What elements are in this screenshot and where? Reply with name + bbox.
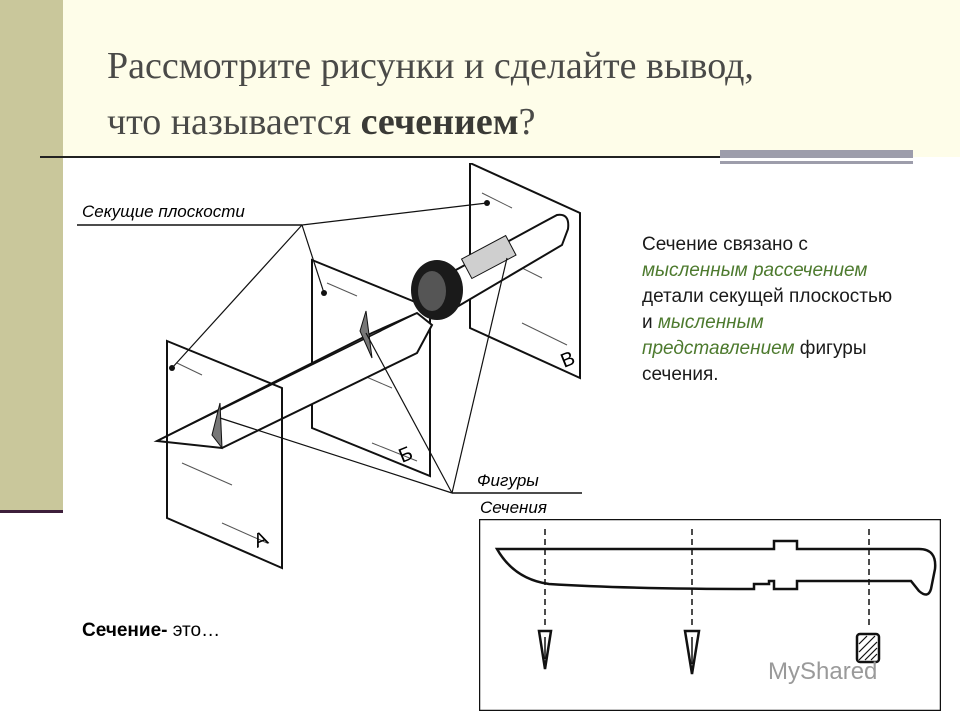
title-line-2-prefix: что называется <box>107 101 361 143</box>
label-section-figures-2: Сечения <box>480 498 547 517</box>
definition-rest: это… <box>167 620 221 641</box>
knife-profile-outline <box>494 539 937 596</box>
label-cutting-planes: Секущие плоскости <box>82 202 245 221</box>
section-description: Сечение связано с мысленным рассечением … <box>642 232 902 388</box>
title-line-2-suffix: ? <box>518 101 536 143</box>
knife-profile-sections-illustration <box>479 519 941 711</box>
watermark: MyShared <box>768 658 877 686</box>
cutting-plane-a <box>166 339 283 570</box>
section-figure-blade-tip <box>211 402 223 450</box>
definition-term: Сечение- <box>82 620 168 641</box>
desc-text-1: Сечение связано с <box>642 234 808 255</box>
desc-highlight-2: мысленным представлением <box>642 312 795 359</box>
desc-text-3: фигуры сечения. <box>642 338 867 385</box>
section-figure-blade-mid <box>359 310 373 359</box>
title-background <box>63 0 960 157</box>
left-band-divider <box>0 510 63 513</box>
title-line-1: Рассмотрите рисунки и сделайте вывод, <box>107 45 754 87</box>
desc-highlight-1: мысленным рассечением <box>642 260 868 281</box>
title-underline <box>40 156 720 158</box>
definition-prompt: Сечение- это… <box>82 620 220 642</box>
left-decorative-band <box>0 0 63 512</box>
knife-section-planes-illustration: А Б В Секущие плоскости Фигуры Сечения <box>72 163 602 570</box>
label-section-figures-1: Фигуры <box>477 471 539 490</box>
slide-title: Рассмотрите рисунки и сделайте вывод, чт… <box>107 38 907 150</box>
title-keyword: сечением <box>360 101 519 143</box>
title-accent-bar <box>720 150 913 158</box>
title-accent-bar-thin <box>720 161 913 164</box>
desc-text-2: детали секущей плоскостью и <box>642 286 893 333</box>
watermark-text: MyShared <box>768 658 878 685</box>
